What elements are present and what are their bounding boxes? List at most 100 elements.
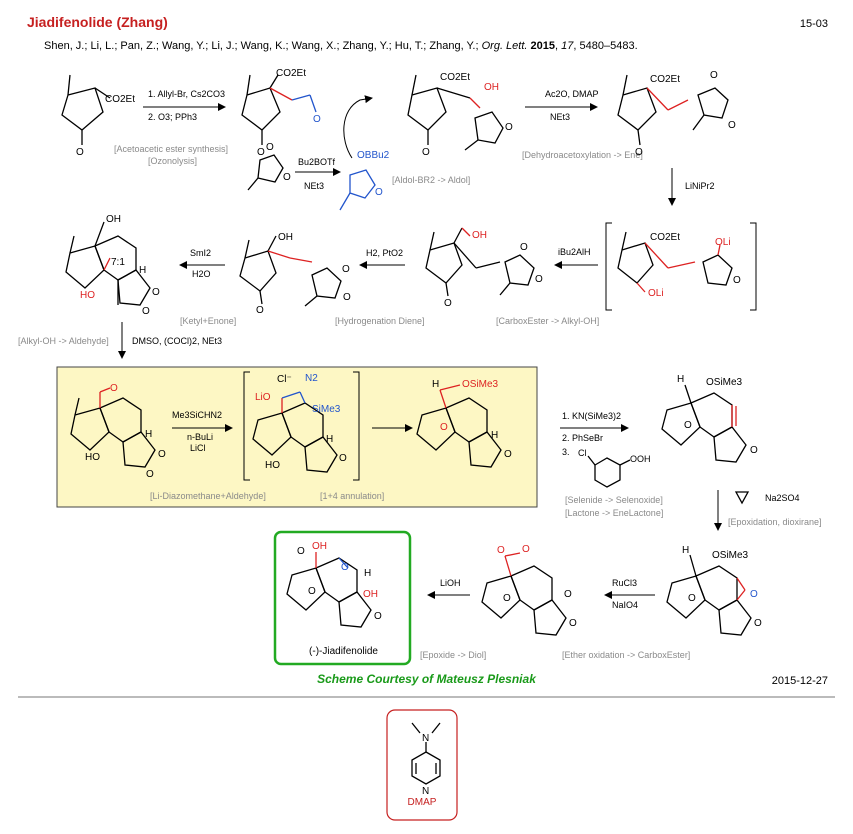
scheme-code: 15-03: [799, 18, 828, 30]
compound-2: [241, 74, 281, 145]
c9-o-carbonyl: O: [504, 449, 512, 460]
c2-o: O: [257, 147, 265, 158]
c6-oh: OH: [278, 232, 293, 243]
dienolate-oli-bottom: OLi: [648, 288, 664, 299]
final-product-label: (-)-Jiadifenolide: [309, 646, 378, 657]
compound-7: [65, 221, 151, 306]
c3-o: O: [422, 147, 430, 158]
c6-o-carbonyl: O: [342, 264, 350, 275]
dmap-n-ring: N: [422, 786, 429, 797]
boron-enolate-obbu2: OBBu2: [357, 150, 390, 161]
dmap-n-amine: N: [422, 733, 429, 744]
step10-reagent-1: 1. KN(SiMe3)2: [562, 411, 621, 421]
courtesy: Scheme Courtesy of Mateusz Plesniak: [317, 672, 536, 686]
final-product-box: [273, 530, 412, 666]
c5-o-carbonyl: O: [520, 242, 528, 253]
step8-reagent: DMSO, (COCl)2, NEt3: [132, 336, 222, 346]
dienolate: [617, 231, 733, 286]
step8-label: [Alkyl-OH -> Aldehyde]: [18, 336, 109, 346]
compound-8: [70, 397, 156, 468]
step5-label: [CarboxEster -> Alkyl-OH]: [496, 316, 599, 326]
c1-co2et: CO2Et: [105, 94, 135, 105]
c2-co2et: CO2Et: [276, 68, 306, 79]
c4-o: O: [635, 147, 643, 158]
final-o-ether: O: [308, 586, 316, 597]
dienolate-o: O: [733, 275, 741, 286]
boron-enolate-o: O: [375, 187, 383, 198]
step7-reagent-2: H2O: [192, 269, 211, 279]
final-o-lactone: O: [374, 611, 382, 622]
step10-reagent-3: 3.: [562, 447, 570, 457]
step5-reagent: iBu2AlH: [558, 247, 591, 257]
c8-o-ring: O: [146, 469, 154, 480]
step9-reagent-2: n-BuLi: [187, 432, 213, 442]
step10-reagent-2: 2. PhSeBr: [562, 433, 603, 443]
c8-h: H: [145, 429, 152, 440]
c12-o-carbonyl-red: O: [522, 544, 530, 555]
scheme-date: 2015-12-27: [771, 675, 828, 687]
step1-reagent-2: 2. O3; PPh3: [148, 112, 197, 122]
c12-o-epoxide: O: [564, 589, 572, 600]
c7-h: H: [139, 265, 146, 276]
butenolide: [247, 154, 284, 191]
mcpba: [587, 455, 631, 488]
page-title: Jiadifenolide (Zhang): [27, 14, 168, 30]
c7-o-ring: O: [142, 306, 150, 317]
c11-o-ether: O: [688, 593, 696, 604]
step2-label: [Aldol-BR2 -> Aldol]: [392, 175, 470, 185]
step12-reagent-1: RuCl3: [612, 578, 637, 588]
dmap-box: [386, 709, 458, 821]
c9-h-ring: H: [491, 430, 498, 441]
c12-o-carbonyl: O: [569, 618, 577, 629]
c4-o-ring: O: [728, 120, 736, 131]
citation-pages: 5480–5483.: [579, 40, 638, 52]
highlight-box: [56, 366, 538, 508]
dienolate-co2et: CO2Et: [650, 232, 680, 243]
c8-o-aldehyde: O: [110, 383, 118, 394]
c4-o-carbonyl: O: [710, 70, 718, 81]
c6-o: O: [256, 305, 264, 316]
step10-label-2: [Lactone -> EneLactone]: [565, 508, 663, 518]
butenolide-o-ring: O: [283, 172, 291, 183]
compound-4: [617, 74, 729, 146]
c3-co2et: CO2Et: [440, 72, 470, 83]
int-sime3: SiMe3: [312, 404, 341, 415]
int-lio: LiO: [255, 392, 271, 403]
dioxirane: [734, 491, 750, 505]
dmap-label: DMAP: [407, 797, 437, 808]
c11-osime3: OSiMe3: [712, 550, 749, 561]
step2-reagent-2: NEt3: [304, 181, 324, 191]
final-product: [286, 557, 372, 628]
c8-ho: HO: [85, 452, 100, 463]
step4-reagent: LiNiPr2: [685, 181, 715, 191]
final-o-hemiketal: O: [341, 562, 349, 573]
c3-oh: OH: [484, 82, 499, 93]
c7-ratio: 7:1: [111, 257, 125, 268]
step1-label-1: [Acetoacetic ester synthesis]: [114, 144, 228, 154]
c12-o-top: O: [497, 545, 505, 556]
c6-o-ring: O: [343, 292, 351, 303]
c10-o-carbonyl: O: [750, 445, 758, 456]
step9-label-1: [Li-Diazomethane+Aldehyde]: [150, 491, 266, 501]
c7-ho: HO: [80, 290, 95, 301]
int-cl-minus: Cl⁻: [277, 374, 292, 385]
mcpba-ooh: OOH: [630, 454, 651, 464]
compound-1: [61, 74, 111, 145]
c10-h: H: [677, 374, 684, 385]
c12-o-ether: O: [503, 593, 511, 604]
final-h: H: [364, 568, 371, 579]
c4-co2et: CO2Et: [650, 74, 680, 85]
step3-reagent-2: NEt3: [550, 112, 570, 122]
c9-o-ether: O: [440, 422, 448, 433]
final-o-carbonyl: O: [297, 546, 305, 557]
c11-h: H: [682, 545, 689, 556]
step9-reagent-1: Me3SiCHN2: [172, 410, 222, 420]
c3-o-lactone: O: [505, 122, 513, 133]
step6-label: [Hydrogenation Diene]: [335, 316, 425, 326]
step3-label: [Dehydroacetoxylation -> Ene]: [522, 150, 643, 160]
step11-reagent: Na2SO4: [765, 493, 800, 503]
step1-label-2: [Ozonolysis]: [148, 156, 197, 166]
butenolide-o-carbonyl: O: [266, 142, 274, 153]
mcpba-cl: Cl: [578, 448, 587, 458]
